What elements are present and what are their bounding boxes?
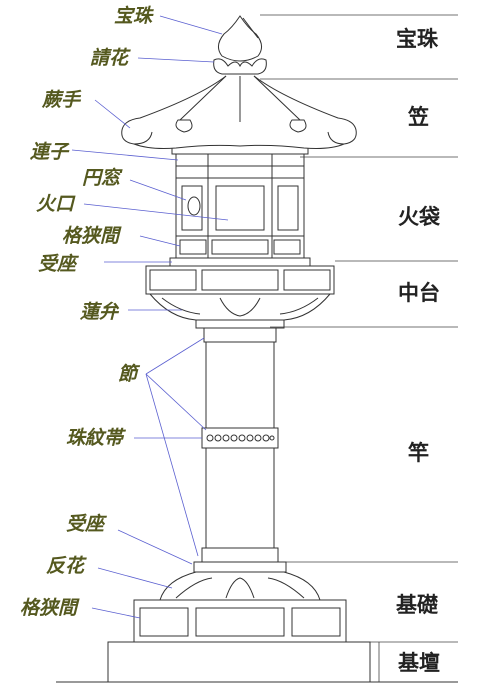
label-koshizama-upper: 格狭間: [62, 225, 122, 247]
lantern-drawing: [56, 15, 458, 683]
section-chudai: 中台: [398, 280, 440, 305]
label-hoju: 宝珠: [114, 5, 154, 27]
label-warabite: 蕨手: [41, 89, 82, 111]
label-ukeza-lower: 受座: [66, 513, 107, 535]
label-renben: 蓮弁: [80, 301, 120, 323]
leader-lines: [71, 15, 229, 619]
label-kaeribana: 反花: [46, 555, 87, 577]
left-labels: 宝珠 請花 蕨手 連子 円窓 火口 格狭間 受座 蓮弁 節 珠紋帯 受座 反花 …: [20, 5, 155, 620]
label-hikuchi: 火口: [36, 193, 76, 215]
section-hoju: 宝珠: [396, 26, 439, 51]
label-renji: 連子: [30, 141, 70, 163]
label-ukebana: 請花: [90, 47, 131, 69]
section-sao: 竿: [408, 440, 429, 465]
section-hibukuro: 火袋: [398, 204, 441, 229]
label-ukeza-upper: 受座: [38, 253, 79, 275]
section-kasa: 笠: [407, 104, 429, 129]
section-kidan: 基壇: [398, 650, 440, 675]
label-koshizama-lower: 格狭間: [20, 597, 80, 619]
right-labels: 宝珠 笠 火袋 中台 竿 基礎 基壇: [396, 26, 441, 675]
label-jumonsai: 珠紋帯: [66, 427, 127, 449]
label-fushi: 節: [118, 363, 141, 385]
bead-band: [206, 434, 275, 442]
section-kiso: 基礎: [396, 592, 438, 617]
label-enso: 円窓: [82, 167, 123, 189]
